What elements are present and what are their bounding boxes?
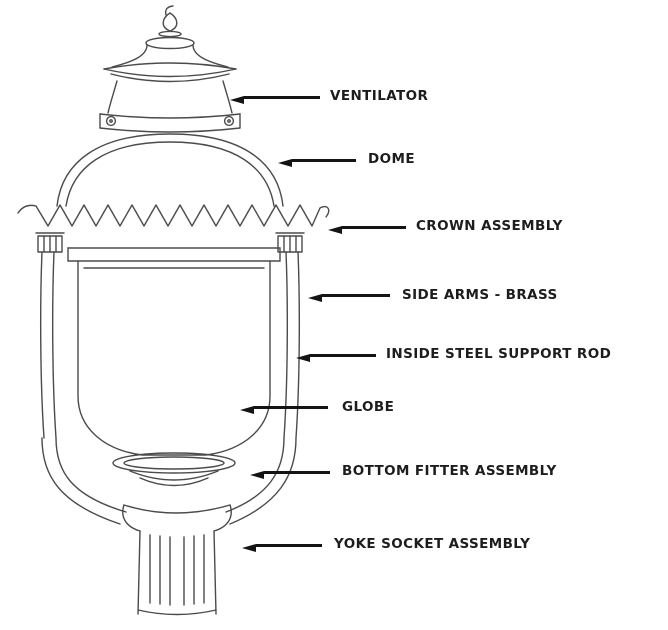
ventilator-part <box>99 36 241 133</box>
label-side-arms-brass: SIDE ARMS - BRASS <box>402 287 558 303</box>
arrow-side-arms-icon <box>308 294 390 302</box>
arrow-bottom-fitter-icon <box>250 471 330 479</box>
label-bottom-fitter-assembly: BOTTOM FITTER ASSEMBLY <box>342 463 557 479</box>
bottom-fitter-part <box>112 452 236 487</box>
crown-assembly-part <box>17 204 330 227</box>
side-arms-part <box>35 232 305 439</box>
dome-part <box>56 133 284 207</box>
label-dome: DOME <box>368 151 415 167</box>
globe-part <box>67 247 281 456</box>
yoke-socket-part <box>41 437 297 616</box>
finial-part <box>158 5 182 38</box>
label-inside-steel-support-rod: INSIDE STEEL SUPPORT ROD <box>386 346 612 362</box>
label-ventilator: VENTILATOR <box>330 88 429 104</box>
arrow-globe-icon <box>240 406 328 414</box>
label-crown-assembly: CROWN ASSEMBLY <box>416 218 563 234</box>
arrow-dome-icon <box>278 159 356 167</box>
label-globe: GLOBE <box>342 399 395 415</box>
arrow-ventilator-icon <box>230 96 320 104</box>
arrow-support-rod-icon <box>296 354 376 362</box>
arrow-crown-icon <box>328 226 406 234</box>
arrow-yoke-socket-icon <box>242 544 322 552</box>
label-yoke-socket-assembly: YOKE SOCKET ASSEMBLY <box>334 536 531 552</box>
